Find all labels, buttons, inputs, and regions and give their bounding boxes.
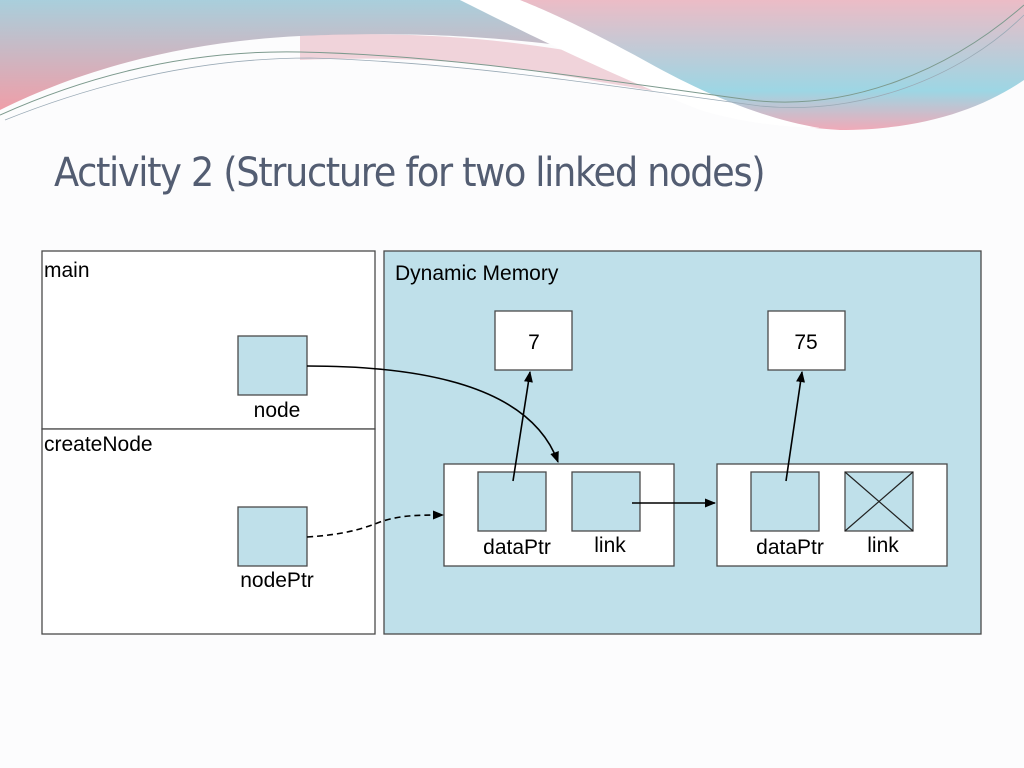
arrow-node-to-node1 bbox=[306, 365, 559, 464]
node-1-dataPtr-label: dataPtr bbox=[483, 536, 551, 559]
wave-line bbox=[0, 4, 1024, 116]
data-box-7[interactable] bbox=[494, 310, 573, 371]
frame-createNode bbox=[41, 428, 376, 635]
data-value-75: 75 bbox=[794, 331, 817, 354]
pointer-arrows bbox=[306, 365, 805, 538]
frame-main-label: main bbox=[44, 259, 90, 282]
wave-right bbox=[500, 0, 1024, 130]
node-2-link-label: link bbox=[867, 534, 899, 557]
wave-white-gap bbox=[460, 0, 820, 128]
dynamic-memory: Dynamic Memory 7 75 dataPtr link dataPtr… bbox=[383, 250, 982, 635]
node-1-link-cell[interactable] bbox=[571, 471, 641, 532]
node-2-dataPtr-label: dataPtr bbox=[756, 536, 824, 559]
wave-left bbox=[0, 0, 600, 110]
node-1-dataPtr-cell[interactable] bbox=[477, 471, 547, 532]
arrow-nodePtr-to-node1 bbox=[306, 510, 445, 538]
node-1-link-label: link bbox=[594, 534, 626, 557]
dynamic-memory-region bbox=[383, 250, 982, 635]
nodePtr-variable-label: nodePtr bbox=[240, 569, 314, 592]
arrow-dataPtr2-to-75 bbox=[785, 370, 805, 482]
frame-main bbox=[41, 250, 376, 430]
frame-createNode-label: createNode bbox=[44, 433, 153, 456]
data-box-75[interactable] bbox=[767, 310, 846, 371]
node-variable-label: node bbox=[254, 399, 301, 422]
dynamic-memory-label: Dynamic Memory bbox=[395, 262, 559, 285]
null-cross-icon-b bbox=[844, 471, 914, 532]
decorative-wave-header bbox=[0, 0, 1024, 130]
nodePtr-variable-cell[interactable] bbox=[237, 506, 308, 567]
wave-middle bbox=[300, 34, 820, 120]
arrow-dataPtr1-to-7 bbox=[512, 370, 533, 482]
node-variable-cell[interactable] bbox=[237, 335, 308, 396]
data-value-7: 7 bbox=[528, 331, 540, 354]
slide-title: Activity 2 (Structure for two linked nod… bbox=[54, 150, 766, 196]
node-2-dataPtr-cell[interactable] bbox=[750, 471, 820, 532]
wave-line-2 bbox=[4, 14, 1024, 121]
stack-frames: main createNode node nodePtr bbox=[41, 250, 376, 635]
